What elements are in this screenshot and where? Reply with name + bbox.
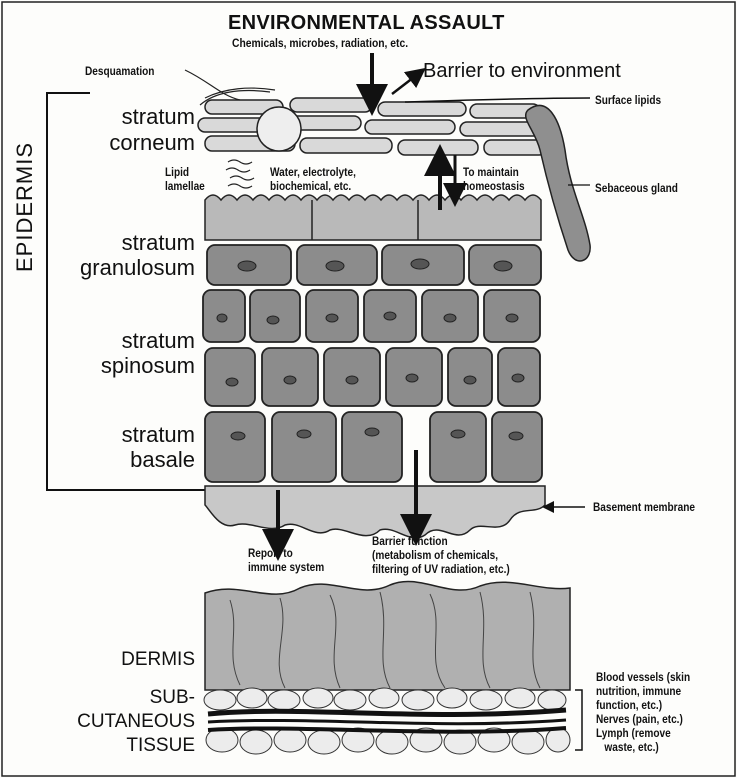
epidermal-cells bbox=[203, 245, 542, 482]
surface-lipids-label: Surface lipids bbox=[595, 93, 661, 107]
barrier-arrow bbox=[392, 74, 418, 94]
barrier-function-label: Barrier function(metabolism of chemicals… bbox=[372, 534, 510, 576]
basement-membrane-shape bbox=[205, 486, 545, 538]
surface-lipids-pointer bbox=[405, 98, 590, 102]
sebaceous-gland-label: Sebaceous gland bbox=[595, 181, 678, 195]
epidermis-label: EPIDERMIS bbox=[14, 142, 36, 272]
granulosum-upper-cells bbox=[205, 195, 541, 240]
dermis-shape bbox=[205, 581, 570, 690]
corneum-cells bbox=[198, 98, 546, 155]
lipid-lamellae-lines bbox=[226, 160, 254, 188]
dermis-label: DERMIS bbox=[60, 648, 195, 672]
desquamation-label: Desquamation bbox=[85, 64, 154, 78]
vessel-bands bbox=[208, 710, 566, 732]
water-loss-label: Water, electrolyte,biochemical, etc. bbox=[270, 165, 356, 193]
barrier-to-environment-label: Barrier to environment bbox=[423, 61, 621, 81]
basement-membrane-label: Basement membrane bbox=[593, 500, 695, 514]
diagram-title: ENVIRONMENTAL ASSAULT bbox=[228, 13, 505, 33]
assault-subtitle: Chemicals, microbes, radiation, etc. bbox=[232, 37, 408, 49]
